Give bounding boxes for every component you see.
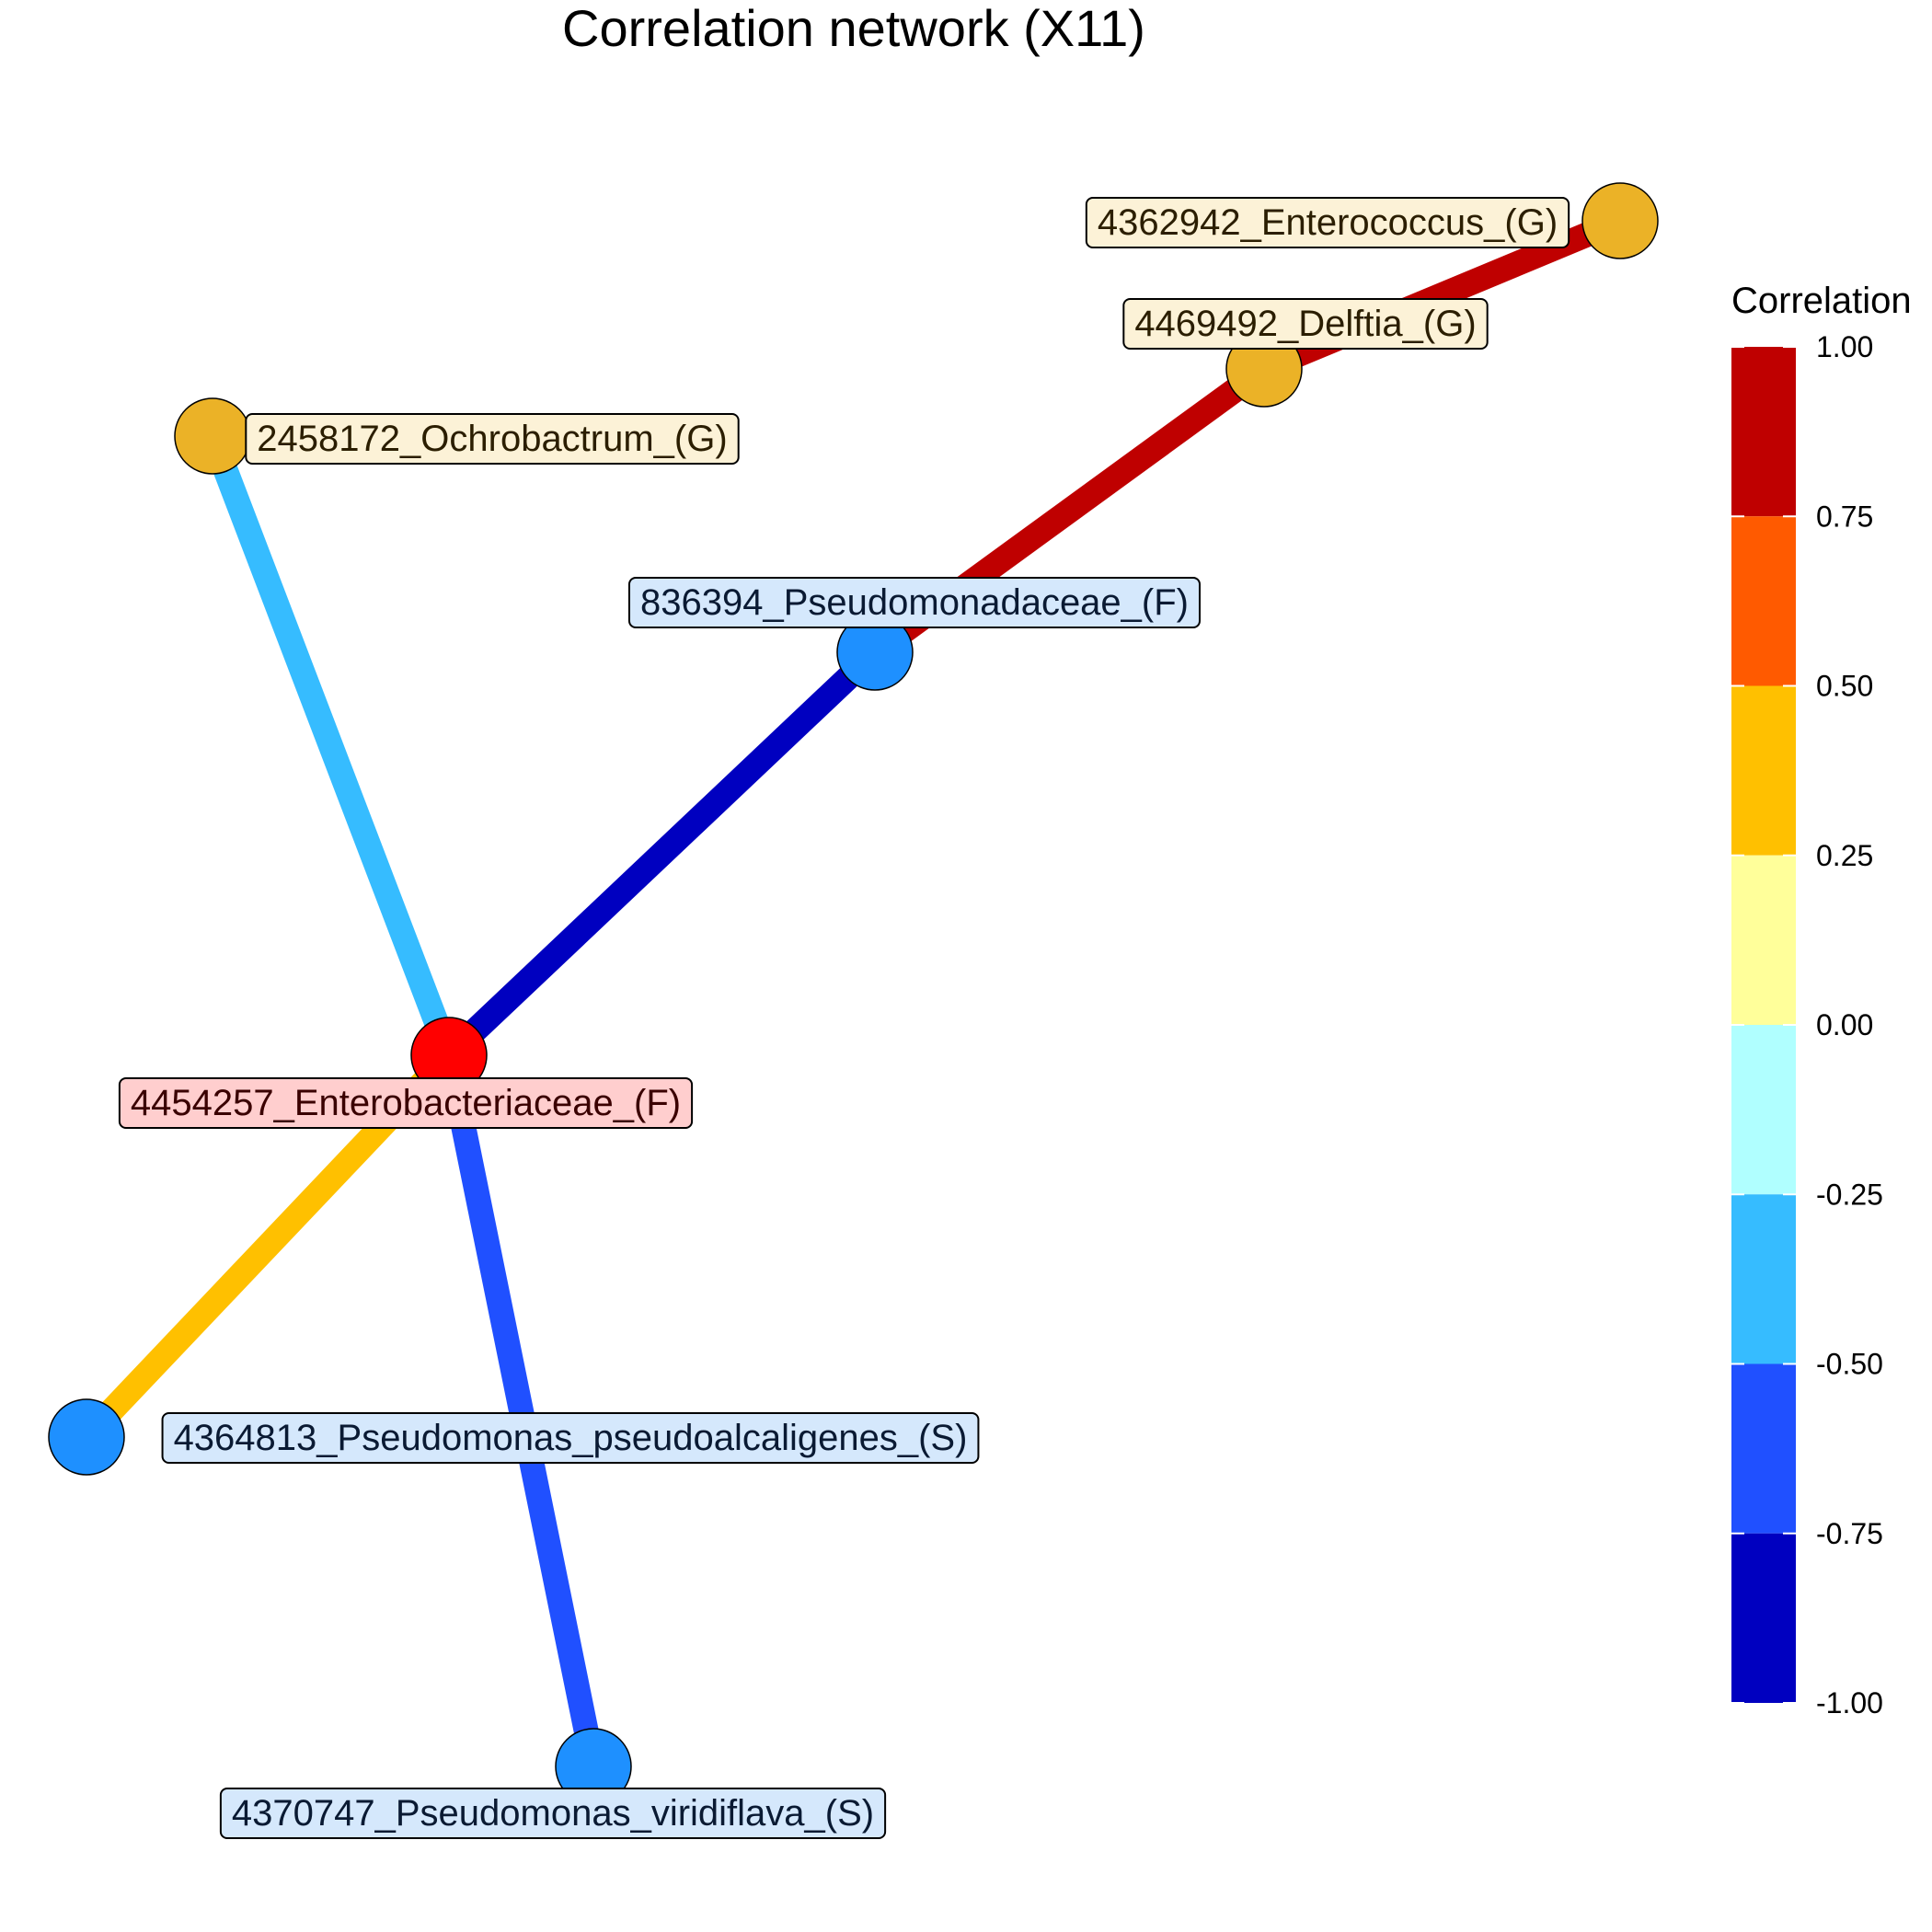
legend-tick-label: 1.00 bbox=[1816, 330, 1873, 363]
legend-tick-label: 0.25 bbox=[1816, 839, 1873, 872]
node-labels-layer: 4362942_Enterococcus_(G) 4469492_Delftia_… bbox=[118, 197, 1570, 1839]
node-label-text: 4364813_Pseudomonas_pseudoalcaligenes_(S… bbox=[174, 1418, 968, 1458]
legend-tick-label: 0.00 bbox=[1816, 1008, 1873, 1041]
node-label-box bbox=[245, 413, 740, 465]
node-label-n6: 4364813_Pseudomonas_pseudoalcaligenes_(S… bbox=[161, 1412, 980, 1464]
node-label-text: 4454257_Enterobacteriaceae_(F) bbox=[131, 1083, 681, 1123]
edge-n5-n7 bbox=[436, 1052, 606, 1769]
legend-tick-label: -0.25 bbox=[1816, 1178, 1883, 1211]
edge-n4-n5 bbox=[440, 643, 884, 1064]
node-label-box bbox=[1085, 197, 1570, 248]
node-label-box bbox=[628, 577, 1201, 628]
legend-color-bar bbox=[1731, 347, 1796, 1703]
node-label-text: 4469492_Delftia_(G) bbox=[1134, 304, 1476, 344]
legend-band bbox=[1731, 347, 1796, 517]
legend-tick-label: 0.75 bbox=[1816, 500, 1873, 533]
node-label-text: 2458172_Ochrobactrum_(G) bbox=[257, 419, 727, 459]
node-label-n3: 2458172_Ochrobactrum_(G) bbox=[245, 413, 740, 465]
node-label-box bbox=[118, 1077, 694, 1129]
legend-title: Correlation bbox=[1731, 281, 1912, 321]
legend-band bbox=[1731, 685, 1796, 856]
node-label-n4: 836394_Pseudomonadaceae_(F) bbox=[628, 577, 1201, 628]
edge-n3-n5 bbox=[201, 431, 461, 1060]
legend-tick-label: -0.50 bbox=[1816, 1348, 1883, 1381]
legend-band bbox=[1731, 1363, 1796, 1534]
node-label-n7: 4370747_Pseudomonas_viridiflava_(S) bbox=[219, 1788, 887, 1839]
legend-ticks: 1.00 0.75 0.50 0.25 0.00 -0.25 -0.50 -0.75 -1.00 bbox=[1731, 330, 1883, 1719]
legend-band bbox=[1731, 1533, 1796, 1703]
legend-band bbox=[1731, 1025, 1796, 1195]
nodes-layer bbox=[48, 182, 1659, 1805]
node-label-text: 836394_Pseudomonadaceae_(F) bbox=[640, 582, 1189, 623]
legend-tick-label: 0.50 bbox=[1816, 670, 1873, 703]
node-label-n2: 4469492_Delftia_(G) bbox=[1122, 298, 1489, 350]
legend-band bbox=[1731, 516, 1796, 686]
legend-band bbox=[1731, 1194, 1796, 1364]
node-label-n5: 4454257_Enterobacteriaceae_(F) bbox=[118, 1077, 694, 1129]
node-n1[interactable] bbox=[1581, 182, 1659, 259]
chart-title: Correlation network (X11) bbox=[562, 0, 1145, 57]
correlation-legend: Correlation 1.00 0.75 0.50 0.25 0.00 -0.25 -0.… bbox=[1731, 281, 1912, 1719]
node-label-box bbox=[219, 1788, 887, 1839]
legend-tick-label: -1.00 bbox=[1816, 1686, 1883, 1719]
legend-band bbox=[1731, 855, 1796, 1025]
node-label-text: 4370747_Pseudomonas_viridiflava_(S) bbox=[232, 1793, 874, 1834]
node-label-text: 4362942_Enterococcus_(G) bbox=[1098, 202, 1558, 243]
node-label-box bbox=[161, 1412, 980, 1464]
node-label-box bbox=[1122, 298, 1489, 350]
legend-tick-label: -0.75 bbox=[1816, 1517, 1883, 1550]
node-n6[interactable] bbox=[48, 1398, 125, 1476]
node-label-n1: 4362942_Enterococcus_(G) bbox=[1085, 197, 1570, 248]
node-n3[interactable] bbox=[174, 397, 251, 475]
